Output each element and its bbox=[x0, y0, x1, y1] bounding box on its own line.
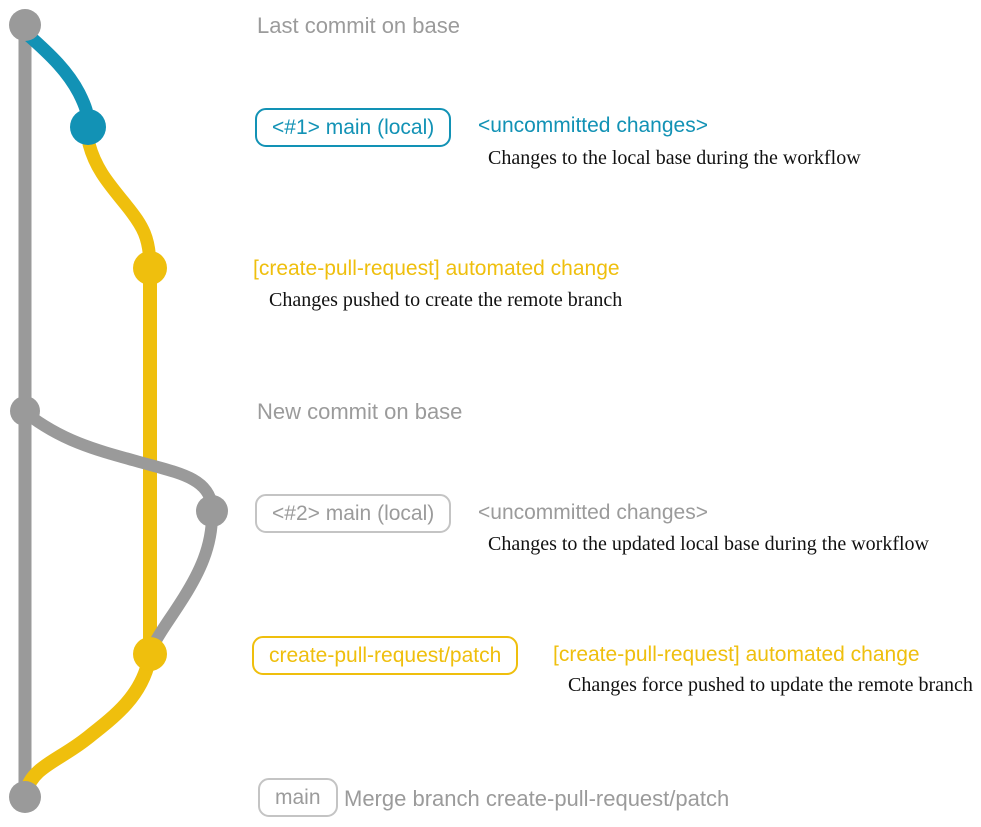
automated-change-heading-2: [create-pull-request] automated change bbox=[553, 643, 920, 666]
merge-commit-title: Merge branch create-pull-request/patch bbox=[344, 786, 730, 811]
commit-node-base-middle bbox=[10, 396, 40, 426]
updated-local-main-curve-out bbox=[20, 407, 218, 512]
branch-badge-main: main bbox=[258, 778, 338, 817]
uncommitted-changes-heading-1: <uncommitted changes> bbox=[478, 114, 708, 137]
updated-local-main-curve-in bbox=[146, 509, 218, 654]
automated-change-caption-2: Changes force pushed to update the remot… bbox=[568, 674, 973, 696]
new-commit-title: New commit on base bbox=[257, 399, 463, 424]
commit-node-base-bottom bbox=[9, 781, 41, 813]
commit-node-yellow2 bbox=[133, 637, 167, 671]
commit-node-gray2 bbox=[196, 495, 228, 527]
uncommitted-changes-caption-2: Changes to the updated local base during… bbox=[488, 533, 929, 555]
patch-branch-curve bbox=[82, 137, 157, 275]
commit-node-blue bbox=[70, 109, 106, 145]
automated-change-caption-1: Changes pushed to create the remote bran… bbox=[269, 289, 623, 311]
uncommitted-changes-heading-2: <uncommitted changes> bbox=[478, 501, 708, 524]
commit-node-base-top bbox=[9, 9, 41, 41]
branch-badge-patch: create-pull-request/patch bbox=[252, 636, 519, 675]
patch-merge-curve bbox=[19, 653, 156, 799]
branch-badge-main-local-2: <#2> main (local) bbox=[255, 494, 452, 533]
uncommitted-changes-caption-1: Changes to the local base during the wor… bbox=[488, 147, 861, 169]
commit-node-yellow1 bbox=[133, 251, 167, 285]
branch-badge-main-local-1: <#1> main (local) bbox=[255, 108, 452, 147]
automated-change-heading-1: [create-pull-request] automated change bbox=[253, 257, 620, 280]
last-commit-title: Last commit on base bbox=[257, 13, 460, 38]
